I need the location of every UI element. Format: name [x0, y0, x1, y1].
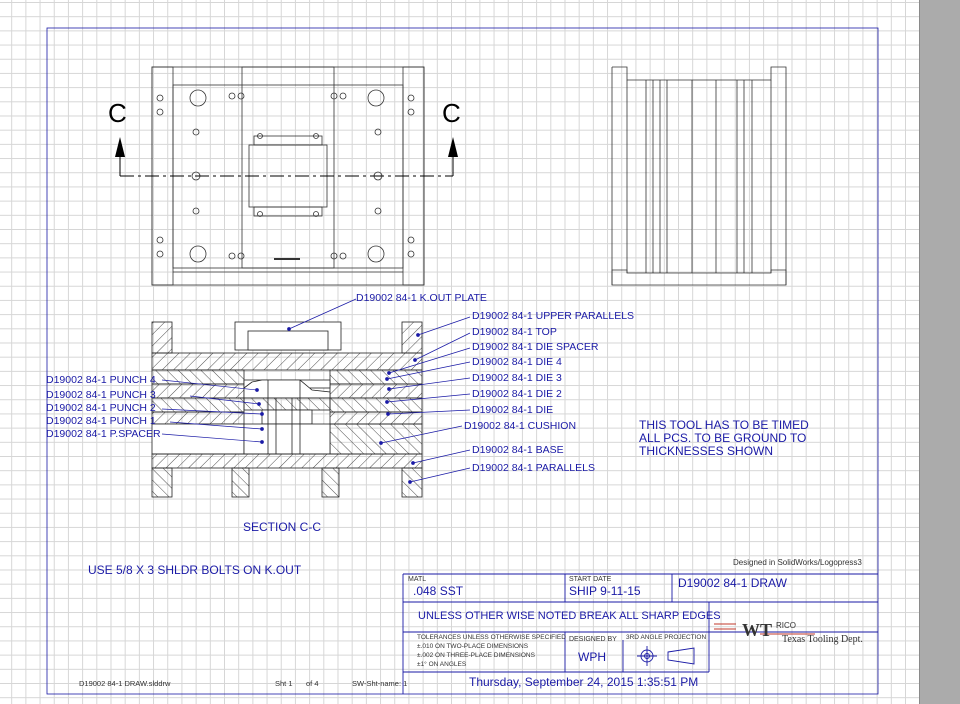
side-view	[611, 66, 787, 286]
label-upper-parallels: D19002 84-1 UPPER PARALLELS	[472, 310, 635, 322]
label-punch-1: D19002 84-1 PUNCH 1	[46, 415, 156, 427]
tolerance-two-place: ±.010 ON TWO-PLACE DIMENSIONS	[417, 643, 529, 650]
section-arrow-right	[448, 137, 458, 157]
leader-lines	[161, 298, 471, 484]
section-view	[151, 321, 423, 498]
label-top: D19002 84-1 TOP	[472, 326, 557, 338]
footer-sheet: Sht 1	[275, 679, 293, 688]
drawing-canvas	[46, 27, 879, 695]
note-bolts: USE 5/8 X 3 SHLDR BOLTS ON K.OUT	[88, 563, 302, 577]
note-timing-line2: ALL PCS. TO BE GROUND TO	[639, 431, 807, 445]
section-marker-left: C	[108, 98, 127, 128]
label-p-spacer: D19002 84-1 P.SPACER	[46, 428, 161, 440]
drawing-name: D19002 84-1 DRAW	[678, 576, 787, 590]
footer-sw-sheet: SW-Sht-name: 1	[352, 679, 408, 688]
drawing-sheet: C C D19002 84-1 K.OUT PLATE D19002 84-1 …	[0, 0, 920, 704]
projection-label: 3RD ANGLE PROJECTION	[626, 634, 707, 641]
tolerances-title: TOLERANCES UNLESS OTHERWISE SPECIFIED	[417, 634, 566, 641]
title-block	[402, 573, 878, 694]
start-date-label: START DATE	[569, 576, 612, 583]
label-die: D19002 84-1 DIE	[472, 404, 554, 416]
company-logo-mark: WT	[742, 620, 773, 640]
section-arrow-left	[115, 137, 125, 157]
footer-sheet-count: of 4	[306, 679, 319, 688]
designed-in-note: Designed in SolidWorks/Logopress3	[733, 558, 862, 567]
label-base: D19002 84-1 BASE	[472, 444, 564, 456]
label-die-3: D19002 84-1 DIE 3	[472, 372, 562, 384]
label-cushion: D19002 84-1 CUSHION	[464, 420, 577, 432]
section-title: SECTION C-C	[243, 520, 321, 534]
matl-label: MATL	[408, 576, 427, 583]
sheet-border	[46, 27, 879, 695]
tolerance-three-place: ±.002 ON THREE-PLACE DIMENSIONS	[417, 652, 535, 659]
note-timing-line3: THICKNESSES SHOWN	[639, 444, 774, 458]
sharp-edges-note: UNLESS OTHER WISE NOTED BREAK ALL SHARP …	[418, 610, 721, 622]
tolerance-angles: ±1° ON ANGLES	[417, 661, 467, 668]
footer-filename: D19002 84-1 DRAW.slddrw	[79, 679, 171, 688]
start-date-value: SHIP 9-11-15	[569, 584, 641, 598]
label-parallels: D19002 84-1 PARALLELS	[472, 462, 595, 474]
company-logo-name: Texas Tooling Dept.	[782, 634, 863, 645]
label-punch-2: D19002 84-1 PUNCH 2	[46, 402, 156, 414]
label-punch-3: D19002 84-1 PUNCH 3	[46, 389, 156, 401]
label-die-2: D19002 84-1 DIE 2	[472, 388, 562, 400]
footer-timestamp: Thursday, September 24, 2015 1:35:51 PM	[469, 675, 699, 689]
label-die-spacer: D19002 84-1 DIE SPACER	[472, 341, 599, 353]
matl-value: .048 SST	[413, 584, 464, 598]
company-logo-sub: RICO	[776, 621, 796, 630]
designed-by-label: DESIGNED BY	[569, 636, 617, 643]
note-timing-line1: THIS TOOL HAS TO BE TIMED	[639, 418, 809, 432]
label-punch-4: D19002 84-1 PUNCH 4	[46, 374, 156, 386]
section-marker-right: C	[442, 98, 461, 128]
label-kout-plate: D19002 84-1 K.OUT PLATE	[356, 292, 487, 304]
designed-by-value: WPH	[578, 650, 606, 664]
label-die-4: D19002 84-1 DIE 4	[472, 356, 562, 368]
